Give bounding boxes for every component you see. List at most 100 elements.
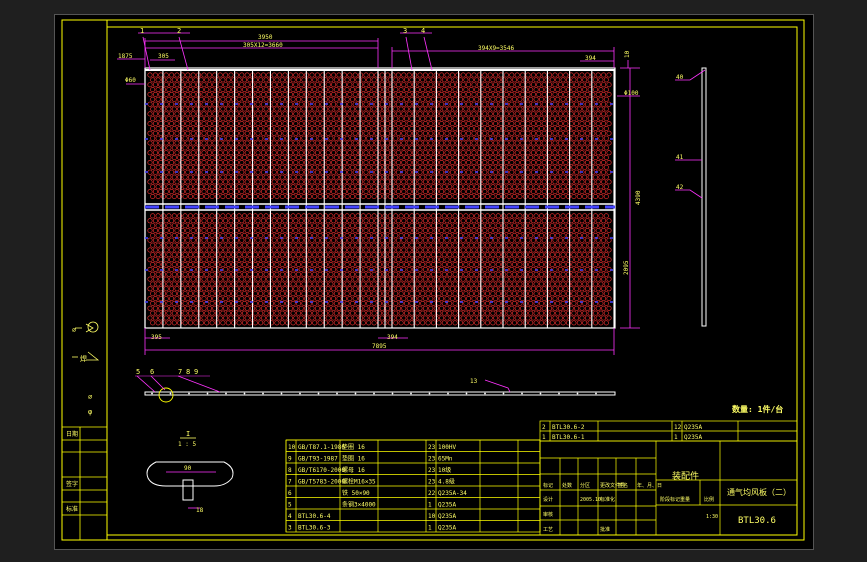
hole bbox=[514, 247, 520, 253]
hole bbox=[163, 257, 169, 263]
hole bbox=[155, 320, 161, 326]
hole bbox=[552, 286, 558, 292]
hole bbox=[349, 291, 355, 297]
hole bbox=[444, 228, 450, 234]
hole bbox=[204, 116, 210, 122]
hole bbox=[285, 194, 291, 200]
hole bbox=[225, 184, 231, 190]
hole bbox=[220, 232, 226, 238]
hole bbox=[428, 130, 434, 136]
hole bbox=[533, 116, 539, 122]
hole bbox=[277, 286, 283, 292]
hole bbox=[403, 155, 409, 161]
hole bbox=[555, 252, 561, 258]
hole bbox=[185, 91, 191, 97]
hole bbox=[255, 276, 261, 282]
hole bbox=[152, 228, 158, 234]
hole bbox=[193, 291, 199, 297]
hole bbox=[436, 135, 442, 141]
hole bbox=[547, 315, 553, 321]
hole bbox=[584, 101, 590, 107]
hole bbox=[371, 174, 377, 180]
hole bbox=[560, 252, 566, 258]
hole bbox=[309, 257, 315, 263]
hole bbox=[374, 237, 380, 243]
hole bbox=[601, 179, 607, 185]
hole bbox=[215, 232, 221, 238]
hole bbox=[490, 291, 496, 297]
hole bbox=[247, 145, 253, 151]
hole bbox=[182, 213, 188, 219]
hole bbox=[555, 223, 561, 229]
hole bbox=[487, 82, 493, 88]
hole bbox=[601, 218, 607, 224]
hole bbox=[371, 194, 377, 200]
hole bbox=[325, 179, 331, 185]
hole bbox=[568, 101, 574, 107]
hole bbox=[166, 320, 172, 326]
hole bbox=[333, 281, 339, 287]
hole bbox=[185, 247, 191, 253]
hole bbox=[571, 87, 577, 93]
hole bbox=[584, 257, 590, 263]
hole bbox=[487, 247, 493, 253]
hole bbox=[225, 174, 231, 180]
hole bbox=[555, 291, 561, 297]
hole bbox=[368, 266, 374, 272]
hole bbox=[185, 140, 191, 146]
hole bbox=[228, 276, 234, 282]
hole bbox=[547, 72, 553, 78]
hole bbox=[328, 126, 334, 132]
hole bbox=[190, 218, 196, 224]
hole bbox=[228, 257, 234, 263]
hole bbox=[414, 261, 420, 267]
hole bbox=[217, 72, 223, 78]
hole bbox=[220, 320, 226, 326]
hole bbox=[530, 82, 536, 88]
hole bbox=[171, 300, 177, 306]
hole bbox=[158, 276, 164, 282]
hole bbox=[449, 237, 455, 243]
hole bbox=[152, 101, 158, 107]
hole bbox=[320, 218, 326, 224]
hole bbox=[525, 315, 531, 321]
hole bbox=[285, 291, 291, 297]
hole bbox=[236, 106, 242, 112]
hole bbox=[514, 237, 520, 243]
hole bbox=[376, 77, 382, 83]
hole bbox=[314, 72, 320, 78]
hole bbox=[414, 252, 420, 258]
hole bbox=[495, 116, 501, 122]
hole bbox=[255, 305, 261, 311]
hole bbox=[582, 87, 588, 93]
hole bbox=[390, 286, 396, 292]
hole bbox=[374, 101, 380, 107]
hole bbox=[317, 310, 323, 316]
hole bbox=[574, 305, 580, 311]
hole bbox=[439, 286, 445, 292]
hole bbox=[198, 116, 204, 122]
hole bbox=[325, 296, 331, 302]
hole bbox=[247, 291, 253, 297]
hole bbox=[430, 252, 436, 258]
hole bbox=[406, 179, 412, 185]
hole bbox=[161, 223, 167, 229]
bom-cell-no: 9 bbox=[288, 456, 292, 463]
hole bbox=[401, 237, 407, 243]
hole bbox=[428, 305, 434, 311]
hole bbox=[274, 232, 280, 238]
hole bbox=[557, 150, 563, 156]
hole bbox=[301, 261, 307, 267]
hole bbox=[306, 145, 312, 151]
hole bbox=[320, 305, 326, 311]
hole bbox=[482, 305, 488, 311]
hole bbox=[271, 276, 277, 282]
bom-upper-cell-no: 2 bbox=[542, 424, 546, 431]
hole bbox=[549, 184, 555, 190]
hole bbox=[363, 228, 369, 234]
hole bbox=[422, 179, 428, 185]
hole bbox=[493, 91, 499, 97]
hole bbox=[376, 232, 382, 238]
hole bbox=[174, 276, 180, 282]
